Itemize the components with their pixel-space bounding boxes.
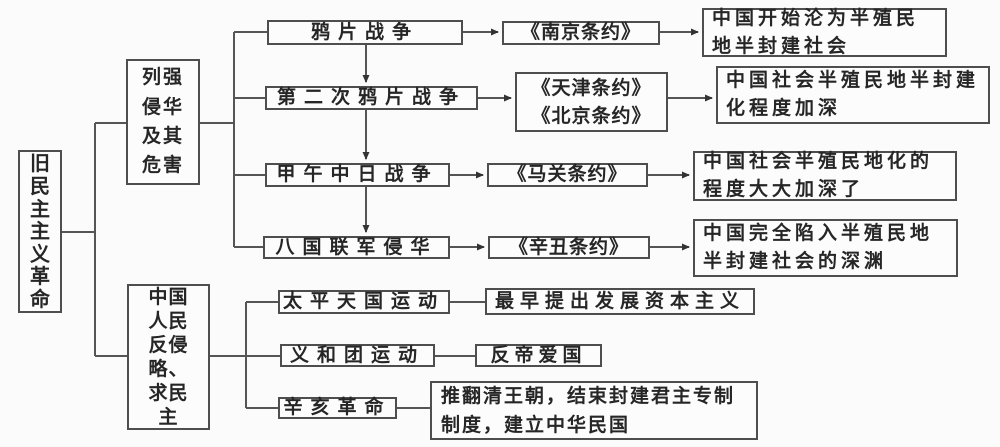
event-box-xinhai-revolution: 辛亥革命 — [278, 396, 397, 419]
event-box-taiping-movement: 太平天国运动 — [278, 290, 450, 314]
event-box-opium-war: 鸦片战争 — [267, 20, 463, 45]
result-box-yihetuan-movement: 反帝爱国 — [475, 344, 602, 367]
branch-aggression-box: 列强侵华及其危害 — [126, 59, 200, 185]
treaty-box-xinchou: 《辛丑条约》 — [488, 236, 650, 259]
treaty-box-maguan: 《马关条约》 — [487, 163, 648, 187]
treaty-box-nanjing: 《南京条约》 — [502, 21, 660, 45]
treaty-line-beijing: 《北京条约》 — [531, 105, 652, 127]
treaty-line-tianjin: 《天津条约》 — [531, 76, 652, 99]
result-box-eight-nation-alliance: 中国完全陷入半殖民地半封建社会的深渊 — [693, 219, 958, 277]
event-box-yihetuan-movement: 义和团运动 — [280, 344, 435, 367]
event-box-jiawu-war: 甲午中日战争 — [265, 163, 450, 187]
root-topic-box: 旧民主主义革命 — [18, 150, 62, 313]
treaty-box-tianjin-beijing: 《天津条约》 《北京条约》 — [515, 72, 668, 132]
result-box-opium-war: 中国开始沦为半殖民地半封建社会 — [702, 7, 947, 57]
result-box-xinhai-revolution: 推翻清王朝，结束封建君主专制制度，建立中华民国 — [430, 381, 758, 440]
result-box-jiawu-war: 中国社会半殖民地化的程度大大加深了 — [693, 150, 957, 201]
branch-resistance-box: 中国人民反侵略、求民主 — [127, 284, 210, 430]
result-box-second-opium-war: 中国社会半殖民地半封建化程度加深 — [716, 66, 990, 124]
event-box-eight-nation-alliance: 八国联军侵华 — [263, 236, 450, 259]
result-box-taiping-movement: 最早提出发展资本主义 — [485, 288, 755, 315]
event-box-second-opium-war: 第二次鸦片战争 — [265, 86, 478, 110]
